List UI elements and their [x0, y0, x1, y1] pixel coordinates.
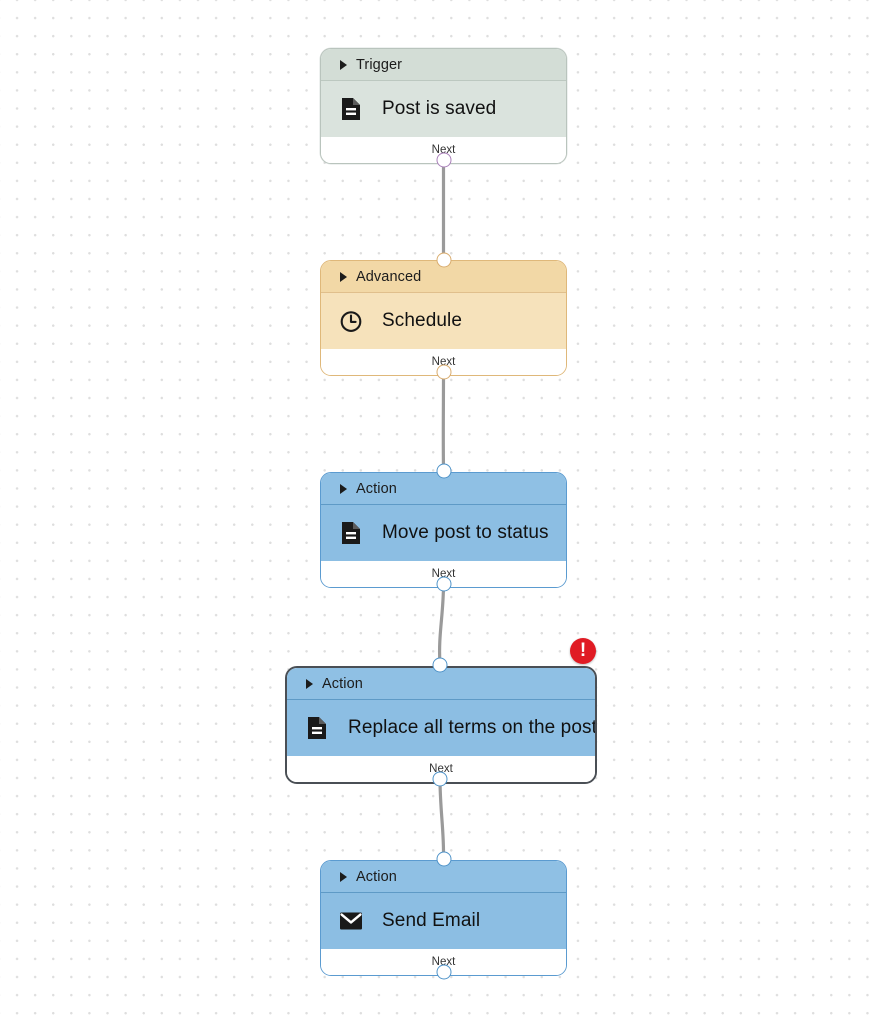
document-icon — [305, 716, 329, 740]
output-port-action-send-email[interactable] — [436, 964, 451, 980]
node-kind-label: Trigger — [356, 56, 403, 73]
node-footer-label: Next — [431, 356, 456, 368]
chevron-right-icon[interactable] — [306, 678, 313, 689]
envelope-icon — [339, 909, 363, 933]
node-title: Move post to status — [382, 522, 549, 543]
node-kind-label: Action — [356, 480, 397, 497]
edge-replace-terms-to-send-email — [438, 776, 446, 860]
node-footer-label: Next — [431, 144, 456, 156]
node-body-action[interactable]: Send Email — [321, 893, 566, 949]
node-footer-label: Next — [431, 956, 456, 968]
node-error-badge[interactable]: ! — [570, 638, 596, 664]
output-port-trigger-post-is-saved[interactable] — [436, 152, 451, 168]
node-kind-label: Action — [356, 868, 397, 885]
input-port-action-move-post-to-status[interactable] — [436, 463, 451, 479]
node-header-action[interactable]: Action — [321, 861, 566, 893]
chevron-right-icon[interactable] — [340, 271, 347, 282]
node-body-action[interactable]: Replace all terms on the post — [287, 700, 595, 756]
node-body-trigger[interactable]: Post is saved — [321, 81, 566, 137]
node-footer-label: Next — [431, 568, 456, 580]
document-icon — [339, 521, 363, 545]
input-port-action-send-email[interactable] — [436, 851, 451, 867]
input-port-action-replace-all-terms[interactable] — [432, 657, 448, 673]
node-title: Replace all terms on the post — [348, 717, 597, 738]
node-kind-label: Advanced — [356, 268, 422, 285]
chevron-right-icon[interactable] — [340, 483, 347, 494]
node-title: Schedule — [382, 310, 463, 331]
chevron-right-icon[interactable] — [340, 871, 347, 882]
edge-move-post-to-replace-terms — [437, 582, 446, 666]
node-kind-label: Action — [322, 675, 363, 692]
workflow-node-action-move-post-to-status[interactable]: Action Move post to status Next — [320, 472, 567, 588]
input-port-advanced-schedule[interactable] — [436, 252, 451, 268]
output-port-action-move-post-to-status[interactable] — [436, 576, 451, 592]
document-icon — [339, 97, 363, 121]
exclamation-icon: ! — [579, 640, 587, 661]
node-body-action[interactable]: Move post to status — [321, 505, 566, 561]
node-header-trigger[interactable]: Trigger — [321, 49, 566, 81]
chevron-right-icon[interactable] — [340, 59, 347, 70]
node-body-advanced[interactable]: Schedule — [321, 293, 566, 349]
workflow-node-action-send-email[interactable]: Action Send Email Next — [320, 860, 567, 976]
node-title: Send Email — [382, 910, 481, 931]
workflow-node-action-replace-all-terms-on-the-post[interactable]: Action Replace all terms on the post Nex… — [285, 666, 597, 784]
output-port-advanced-schedule[interactable] — [436, 364, 451, 380]
node-title: Post is saved — [382, 98, 497, 119]
workflow-node-trigger-post-is-saved[interactable]: Trigger Post is saved Next — [320, 48, 567, 164]
clock-icon — [339, 309, 363, 333]
output-port-action-replace-all-terms[interactable] — [432, 771, 448, 787]
node-footer-next[interactable]: Next — [287, 756, 595, 782]
workflow-node-advanced-schedule[interactable]: Advanced Schedule Next — [320, 260, 567, 376]
node-header-action[interactable]: Action — [287, 668, 595, 700]
